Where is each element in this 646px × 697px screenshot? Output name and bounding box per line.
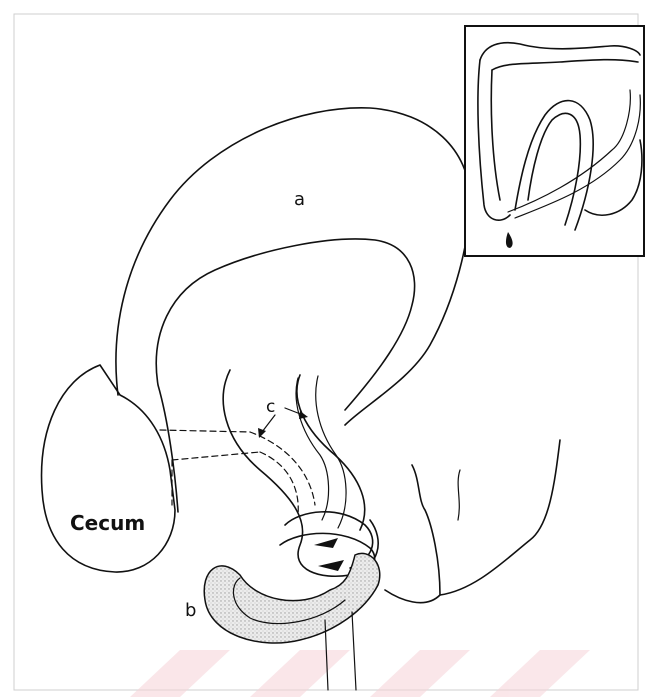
inset-box	[465, 26, 644, 256]
dashed-course-4	[250, 432, 315, 505]
loop-a-outer	[116, 108, 470, 425]
c-arrow-left	[262, 415, 275, 432]
c-arrowhead-right	[299, 411, 308, 419]
label-cecum: Cecum	[70, 511, 145, 535]
right-outline-3	[458, 470, 460, 520]
twist-arrow-2	[318, 560, 344, 571]
dashed-course-5	[260, 452, 298, 515]
label-b: b	[185, 600, 196, 621]
twist-outer	[223, 370, 378, 576]
label-a: a	[294, 189, 305, 210]
label-c: c	[266, 397, 275, 417]
dashed-course-1	[160, 430, 250, 432]
vessel-left	[296, 378, 329, 520]
lower-limb-2	[352, 612, 356, 690]
twist-arrow-1	[314, 538, 338, 548]
right-outline	[385, 465, 440, 603]
cecum-outline	[42, 365, 175, 572]
